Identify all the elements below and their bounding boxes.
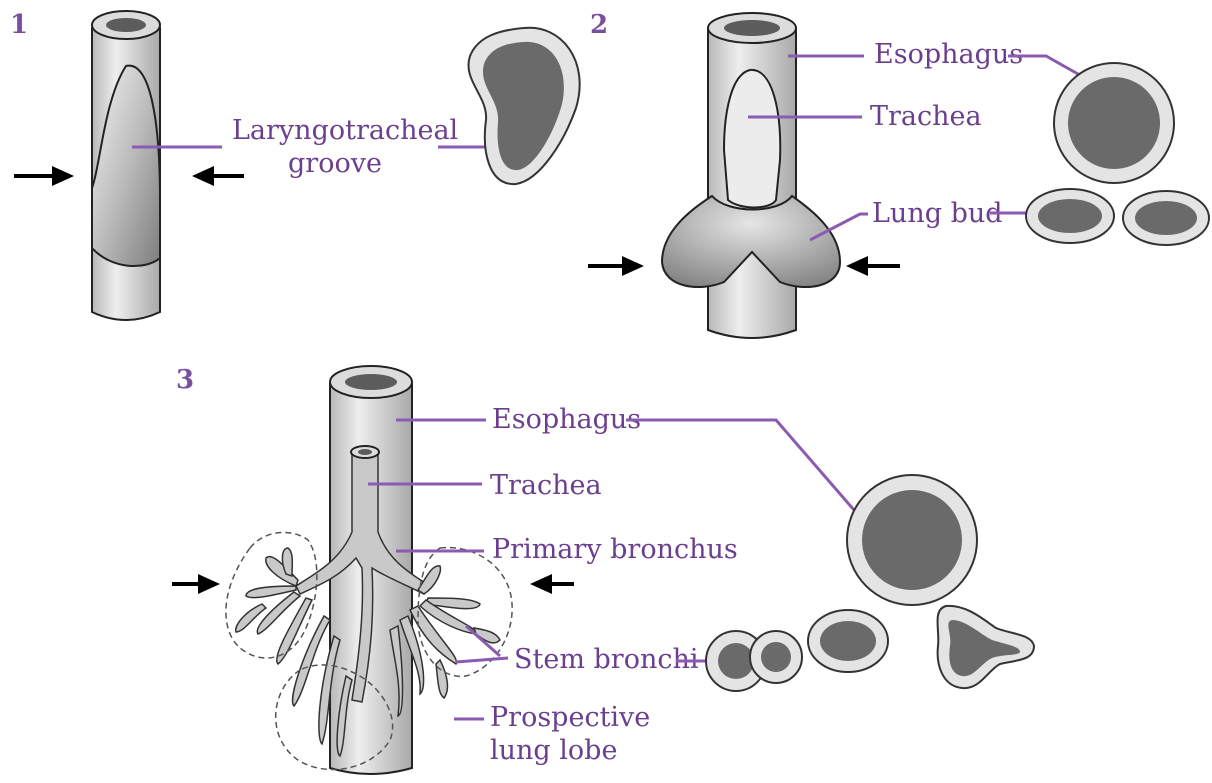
lobe-label-line1: Prospective [490, 702, 650, 733]
stage-2-left-bud-section [1026, 189, 1114, 243]
groove-label-line2: groove [288, 148, 382, 179]
stage-2-left-arrow [588, 256, 644, 276]
groove-label-line1: Laryngotracheal [232, 115, 458, 146]
trachea-label-2: Trachea [870, 101, 982, 132]
lung-bud-label-2: Lung bud [872, 198, 1003, 229]
stage-2: 2 Esophagus Trachea Lung bud [588, 10, 1209, 338]
primary-bronchus-label: Primary bronchus [492, 534, 738, 565]
stem-bronchi-label: Stem bronchi [514, 644, 699, 675]
trachea-label-3: Trachea [490, 470, 602, 501]
stage-2-tube [662, 13, 840, 338]
stage-3-left-bronchi-section [706, 631, 802, 691]
stage-3-right-arrow [530, 574, 574, 594]
stage-2-right-bud-section [1123, 191, 1209, 245]
lobe-label-line2: lung lobe [490, 735, 617, 766]
esophagus-label-2: Esophagus [874, 39, 1023, 70]
stage-1-left-arrow [14, 166, 74, 186]
stage-1: 1 Laryngotracheal groove [10, 10, 580, 320]
esophagus-leader-3b [626, 420, 880, 540]
stage-3: 3 [172, 365, 1034, 774]
stem-bronchi-leader-a [456, 658, 508, 662]
stage-1-number: 1 [10, 10, 28, 40]
esophagus-label-3: Esophagus [492, 404, 641, 435]
stage-2-right-arrow [846, 256, 900, 276]
stage-3-left-arrow [172, 574, 220, 594]
stage-3-right-bronchi-section [938, 606, 1035, 688]
stage-1-cross-section [468, 28, 579, 184]
stage-3-number: 3 [176, 365, 194, 395]
stage-3-middle-bronchi-section [808, 610, 888, 672]
stage-2-esophagus-section [1054, 63, 1174, 183]
stage-3-esophagus-section [847, 475, 977, 605]
stage-1-right-arrow [192, 166, 244, 186]
stage-2-number: 2 [590, 10, 608, 40]
stage-1-tube [92, 11, 160, 320]
